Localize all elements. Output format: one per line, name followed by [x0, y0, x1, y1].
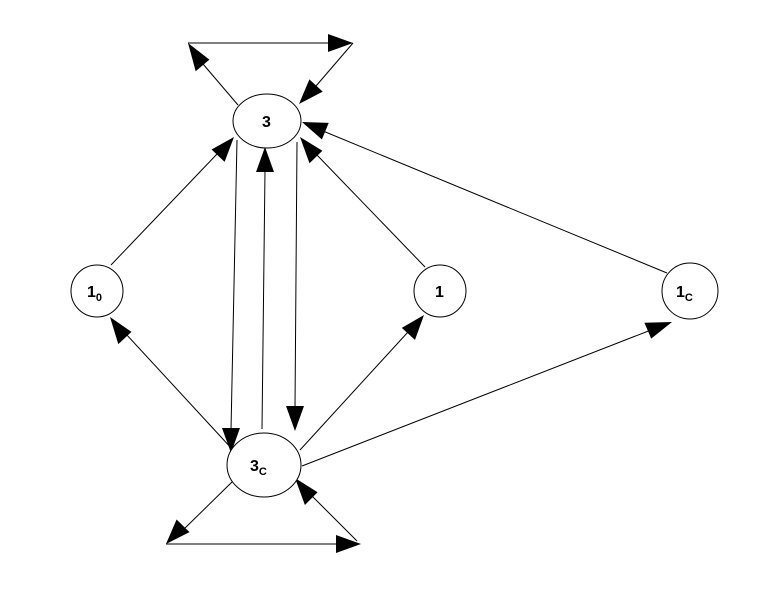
- edge-3c-to-1: [299, 315, 424, 451]
- node-1[interactable]: 1: [413, 264, 467, 318]
- self-loop-3c: [166, 478, 361, 553]
- node-1-c-label: 1C: [676, 284, 693, 304]
- node-1-c[interactable]: 1C: [661, 262, 719, 320]
- edge-1-to-3: [300, 137, 426, 268]
- edge-3c-to-1-0: [110, 317, 234, 451]
- node-3[interactable]: 3: [232, 93, 302, 149]
- edge-1-0-to-3: [110, 137, 234, 266]
- node-1-label: 1: [435, 284, 444, 301]
- node-1-0[interactable]: 10: [70, 264, 124, 318]
- self-loop-3: [188, 34, 354, 106]
- node-3-c[interactable]: 3C: [226, 432, 302, 498]
- edge-3c-to-3: [256, 147, 274, 430]
- node-3-label: 3: [262, 114, 271, 131]
- node-1-0-label: 10: [87, 284, 102, 304]
- edge-3-to-3c-right: [286, 141, 304, 431]
- edge-1c-to-3: [302, 122, 668, 274]
- edge-3c-to-1c: [301, 322, 672, 467]
- edge-3-to-3c-left: [222, 139, 240, 453]
- node-3-c-label: 3C: [250, 458, 267, 478]
